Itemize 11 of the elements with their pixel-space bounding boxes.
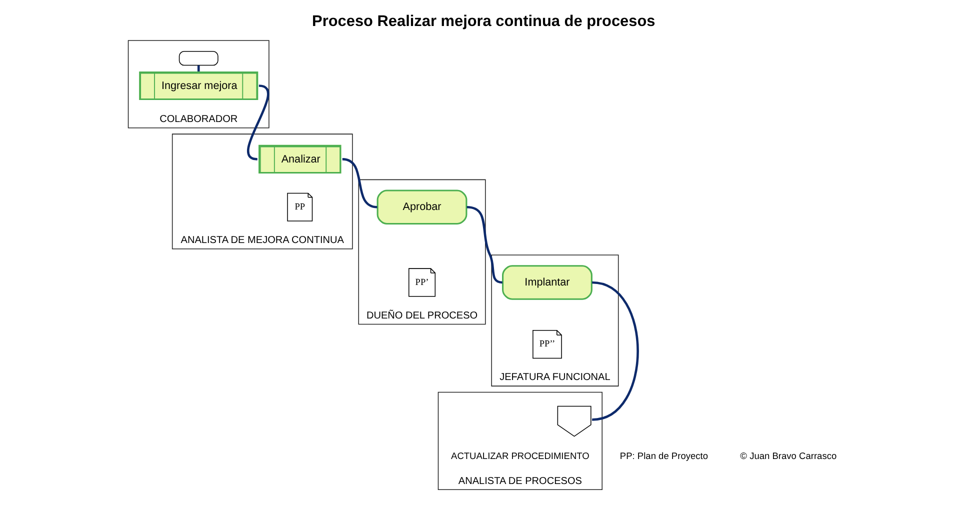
label: © Juan Bravo Carrasco (740, 450, 837, 461)
node-box (178, 50, 218, 66)
connector (592, 281, 639, 421)
diagram-title: Proceso Realizar mejora continua de procesos (312, 12, 656, 30)
node-pentagon (557, 406, 592, 437)
connector (197, 65, 200, 72)
connector (342, 158, 378, 208)
node-box: Aprobar (376, 190, 468, 225)
label: PP: Plan de Proyecto (620, 450, 708, 461)
node-box: Implantar (502, 265, 592, 300)
node-label: ACTUALIZAR PROCEDIMIENTO (451, 450, 590, 461)
